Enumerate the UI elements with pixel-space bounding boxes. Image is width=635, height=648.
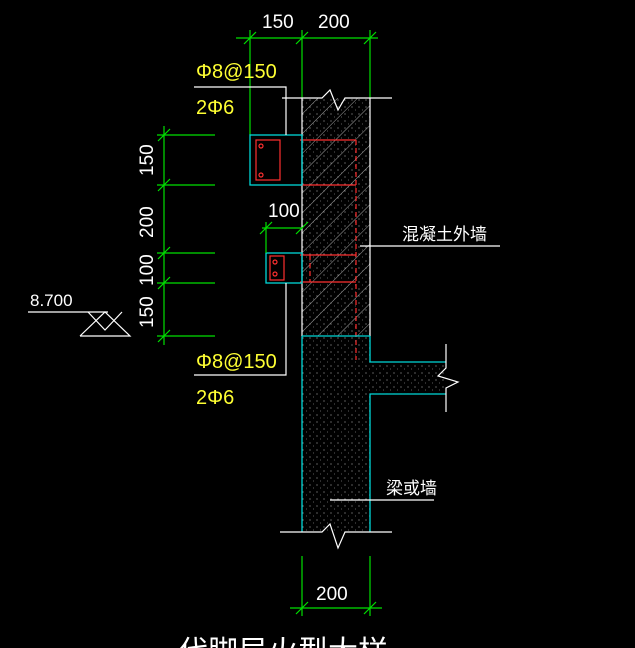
outer-wall-section bbox=[282, 88, 392, 336]
corbel-upper bbox=[249, 134, 303, 186]
gap-dimension: 100 bbox=[259, 201, 309, 253]
top-bars-label: 2Φ6 bbox=[196, 97, 234, 119]
dim-vertical-2: 200 bbox=[137, 206, 158, 238]
wall-rebar bbox=[300, 139, 357, 360]
rebar-annotation-top: Φ8@150 2Φ6 bbox=[194, 61, 287, 135]
top-dimension: 150 200 bbox=[236, 12, 378, 135]
dim-vertical-1: 150 bbox=[137, 144, 158, 176]
dim-vertical-3: 100 bbox=[137, 254, 158, 286]
dim-gap: 100 bbox=[268, 201, 300, 222]
beam-wall-leader: 梁或墙 bbox=[330, 479, 437, 501]
elevation-label: 8.700 bbox=[30, 291, 73, 310]
beam-or-wall-section bbox=[280, 335, 460, 550]
bottom-stirrup-label: Φ8@150 bbox=[196, 351, 277, 373]
drawing-caption: 代脚局火型大样 bbox=[178, 636, 388, 648]
beam-or-wall-label: 梁或墙 bbox=[386, 479, 437, 498]
rebar-annotation-bottom: Φ8@150 2Φ6 bbox=[194, 283, 287, 409]
dim-top-right: 200 bbox=[318, 12, 350, 33]
dim-vertical-4: 150 bbox=[137, 296, 158, 328]
top-stirrup-label: Φ8@150 bbox=[196, 61, 277, 83]
dim-bottom: 200 bbox=[316, 584, 348, 605]
left-dimension: 150 200 100 150 bbox=[137, 126, 215, 345]
outer-wall-label: 混凝土外墙 bbox=[402, 225, 487, 244]
dim-top-left: 150 bbox=[262, 12, 294, 33]
outer-wall-leader: 混凝土外墙 bbox=[360, 225, 500, 247]
bottom-bars-label: 2Φ6 bbox=[196, 387, 234, 409]
elevation-mark: 8.700 bbox=[28, 291, 132, 337]
corbel-lower bbox=[265, 252, 303, 284]
bottom-dimension: 200 bbox=[290, 556, 382, 616]
